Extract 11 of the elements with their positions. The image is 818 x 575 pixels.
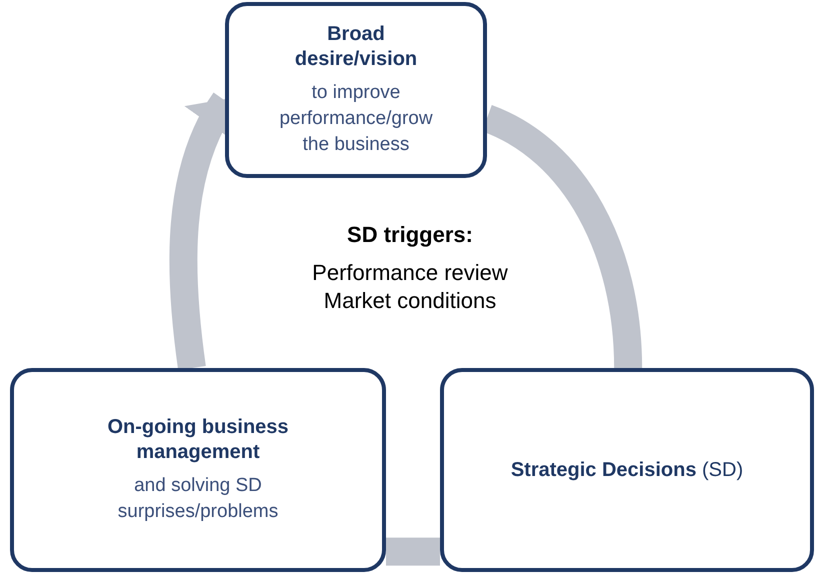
box-heading: Broad desire/vision bbox=[294, 22, 418, 72]
trigger-note: Market conditions bbox=[324, 286, 496, 314]
process-box bbox=[225, 2, 487, 178]
trigger-note: Performance review bbox=[312, 259, 508, 286]
trigger-note: SD triggers: bbox=[347, 221, 473, 249]
box-body: and solving SD surprises/problems bbox=[116, 474, 280, 524]
box-heading: On-going business management bbox=[106, 414, 290, 465]
process-box bbox=[10, 368, 386, 572]
box-body: to improve performance/grow the business bbox=[278, 80, 434, 158]
process-box bbox=[440, 368, 814, 572]
box-text: Strategic Decisions (SD) bbox=[510, 458, 744, 483]
